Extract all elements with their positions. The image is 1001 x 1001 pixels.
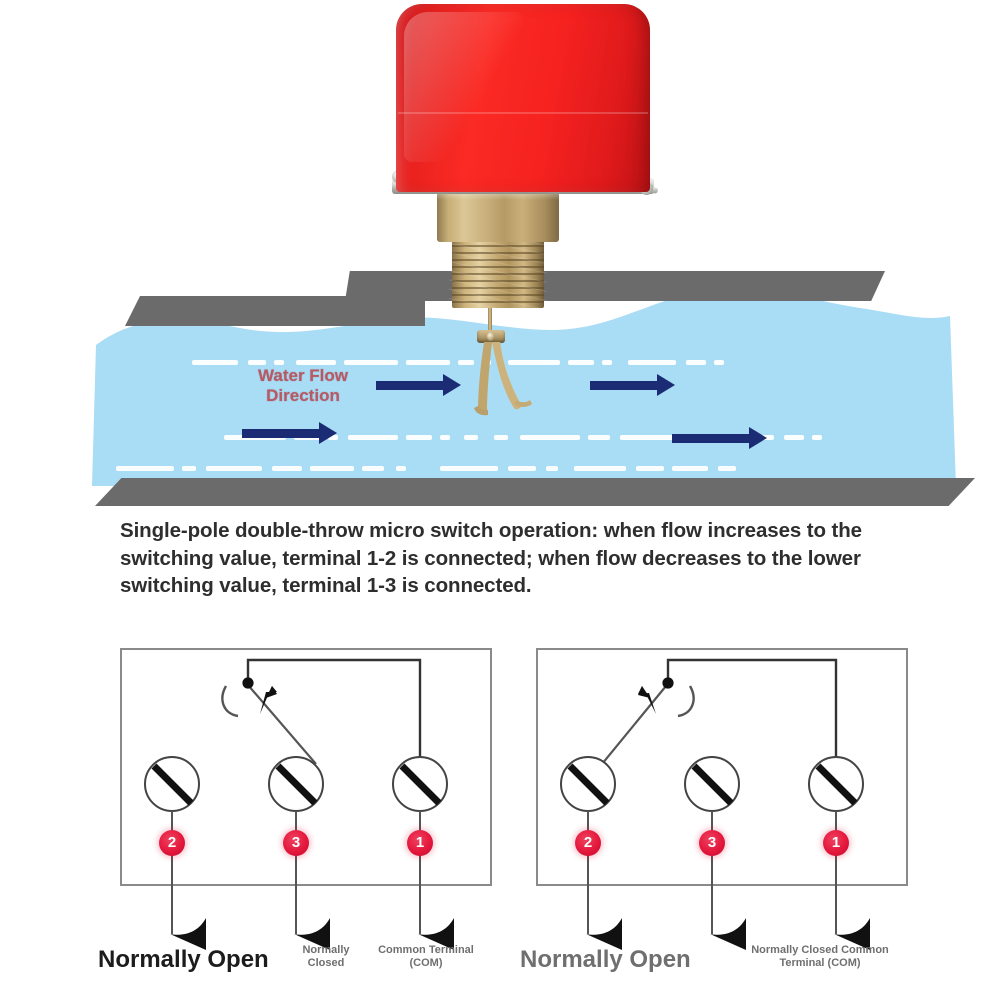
- terminal-screw-1: [808, 756, 864, 812]
- flow-arrow-3: [242, 422, 337, 444]
- badge-terminal-2: 2: [575, 830, 601, 856]
- label-right-nc-common-terminal: Normally Closed Common Terminal (COM): [751, 944, 889, 969]
- label-left-normally-open: Normally Open: [98, 946, 269, 973]
- paddle-pin: [487, 332, 494, 341]
- paddle-stem: [488, 306, 492, 334]
- badge-terminal-2: 2: [159, 830, 185, 856]
- flow-arrow-4: [672, 427, 767, 449]
- paddle-blades: [474, 342, 532, 416]
- pipe-wall-top-right: [540, 271, 885, 301]
- flow-label-line1: Water Flow: [257, 366, 349, 385]
- pipe-wall-bottom: [95, 478, 975, 506]
- terminal-screw-2: [144, 756, 200, 812]
- terminal-screw-3: [268, 756, 324, 812]
- label-left-normally-closed: Normally Closed: [302, 944, 350, 969]
- terminal-screw-2: [560, 756, 616, 812]
- flow-arrow-2: [590, 374, 675, 396]
- terminal-screw-1: [392, 756, 448, 812]
- label-left-common-terminal: Common Terminal (COM): [378, 944, 474, 969]
- pipe-wall-top-left-lower: [125, 296, 425, 326]
- label-right-normally-open: Normally Open: [520, 946, 691, 973]
- circuit-left-svg: [144, 658, 454, 950]
- brass-threaded-nipple: [449, 238, 547, 308]
- red-sensor-housing: [396, 4, 650, 192]
- caption-text: Single-pole double-throw micro switch op…: [120, 519, 862, 597]
- circuit-diagram-right: 2 3 1: [536, 648, 908, 1000]
- flow-switch-illustration: Water Flow Direction: [92, 4, 975, 506]
- badge-terminal-1: 1: [407, 830, 433, 856]
- circuit-right-svg: [560, 658, 870, 950]
- flow-label-line2: Direction: [266, 386, 340, 405]
- circuit-diagram-left: 2 3 1: [120, 648, 492, 1000]
- badge-terminal-1: 1: [823, 830, 849, 856]
- terminal-screw-3: [684, 756, 740, 812]
- brass-hex-nut: [437, 192, 559, 242]
- flow-arrow-1: [376, 374, 461, 396]
- badge-terminal-3: 3: [283, 830, 309, 856]
- water-flow-direction-label: Water Flow Direction: [243, 366, 363, 406]
- badge-terminal-3: 3: [699, 830, 725, 856]
